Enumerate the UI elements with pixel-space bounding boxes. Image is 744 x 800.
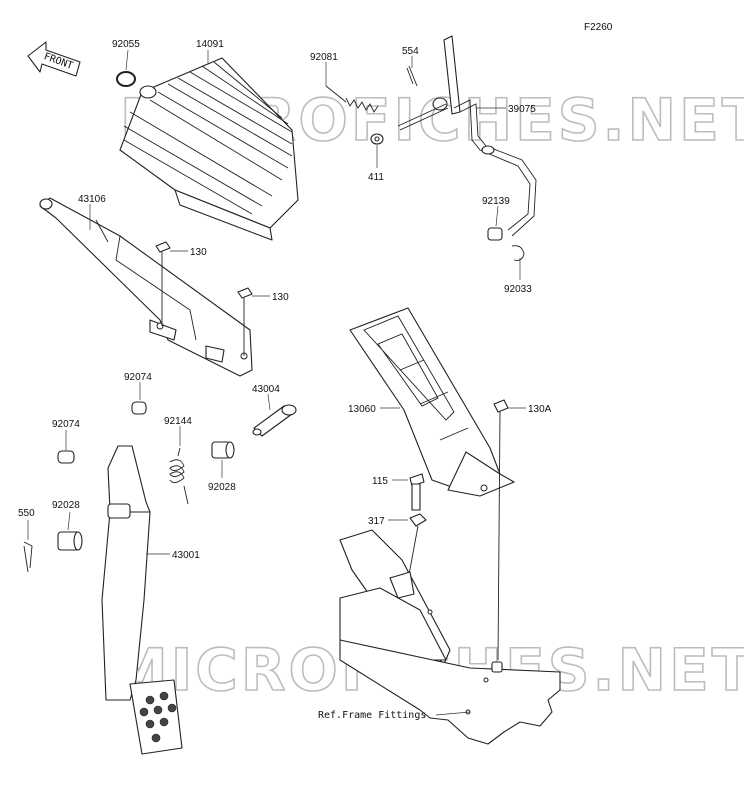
callout-ref-frame: Ref.Frame Fittings <box>318 710 426 721</box>
callout-43106: 43106 <box>78 194 106 205</box>
oring-92055 <box>116 71 136 87</box>
bolt-130A <box>493 399 509 661</box>
front-arrow-icon: FRONT <box>27 41 81 77</box>
callout-115: 115 <box>372 476 388 487</box>
bolt-130-b <box>237 287 253 356</box>
callout-92139: 92139 <box>482 196 510 207</box>
shaft-43004 <box>252 404 297 437</box>
callout-92074-a: 92074 <box>124 372 152 383</box>
callout-92081: 92081 <box>310 52 338 63</box>
cover-14091 <box>119 57 299 241</box>
callout-411: 411 <box>368 172 384 183</box>
diagram-code: F2260 <box>584 22 613 33</box>
callout-39075: 39075 <box>508 104 536 115</box>
bushing-92139 <box>487 227 503 241</box>
callout-labels: 92055 14091 92081 554 39075 411 43106 13… <box>18 39 552 721</box>
callout-13060: 13060 <box>348 404 376 415</box>
callout-92144: 92144 <box>164 416 192 427</box>
frame-fittings <box>339 529 561 745</box>
accelerator-pedal-13060 <box>349 307 515 497</box>
callout-14091: 14091 <box>196 39 224 50</box>
bolt-115 <box>409 473 425 511</box>
callout-92033: 92033 <box>504 284 532 295</box>
callout-92074-b: 92074 <box>52 419 80 430</box>
cotter-550 <box>23 541 33 573</box>
callout-130-b: 130 <box>272 292 289 303</box>
pedal-43001 <box>101 445 183 755</box>
callout-317: 317 <box>368 516 385 527</box>
lever-43106 <box>39 197 253 377</box>
callout-92028-a: 92028 <box>208 482 236 493</box>
plug-92074-a <box>131 401 147 415</box>
clip-92033 <box>511 245 525 261</box>
callout-130-a: 130 <box>190 247 207 258</box>
plug-92074-b <box>57 450 75 464</box>
spring-92144 <box>169 447 189 505</box>
callout-92055: 92055 <box>112 39 140 50</box>
callout-92028-b: 92028 <box>52 500 80 511</box>
callout-130A: 130A <box>528 404 552 415</box>
washer-411 <box>370 133 384 145</box>
nut-317 <box>407 513 427 581</box>
cotter-pin-554 <box>406 65 418 87</box>
bushing-92028-a <box>211 441 235 459</box>
callout-550: 550 <box>18 508 35 519</box>
callout-554: 554 <box>402 46 419 57</box>
spring-92081 <box>325 85 379 113</box>
bolt-130-a <box>155 241 171 326</box>
callout-43004: 43004 <box>252 384 280 395</box>
lever-rod-39075 <box>397 35 537 237</box>
bushing-92028-b <box>57 531 83 551</box>
callout-43001: 43001 <box>172 550 200 561</box>
